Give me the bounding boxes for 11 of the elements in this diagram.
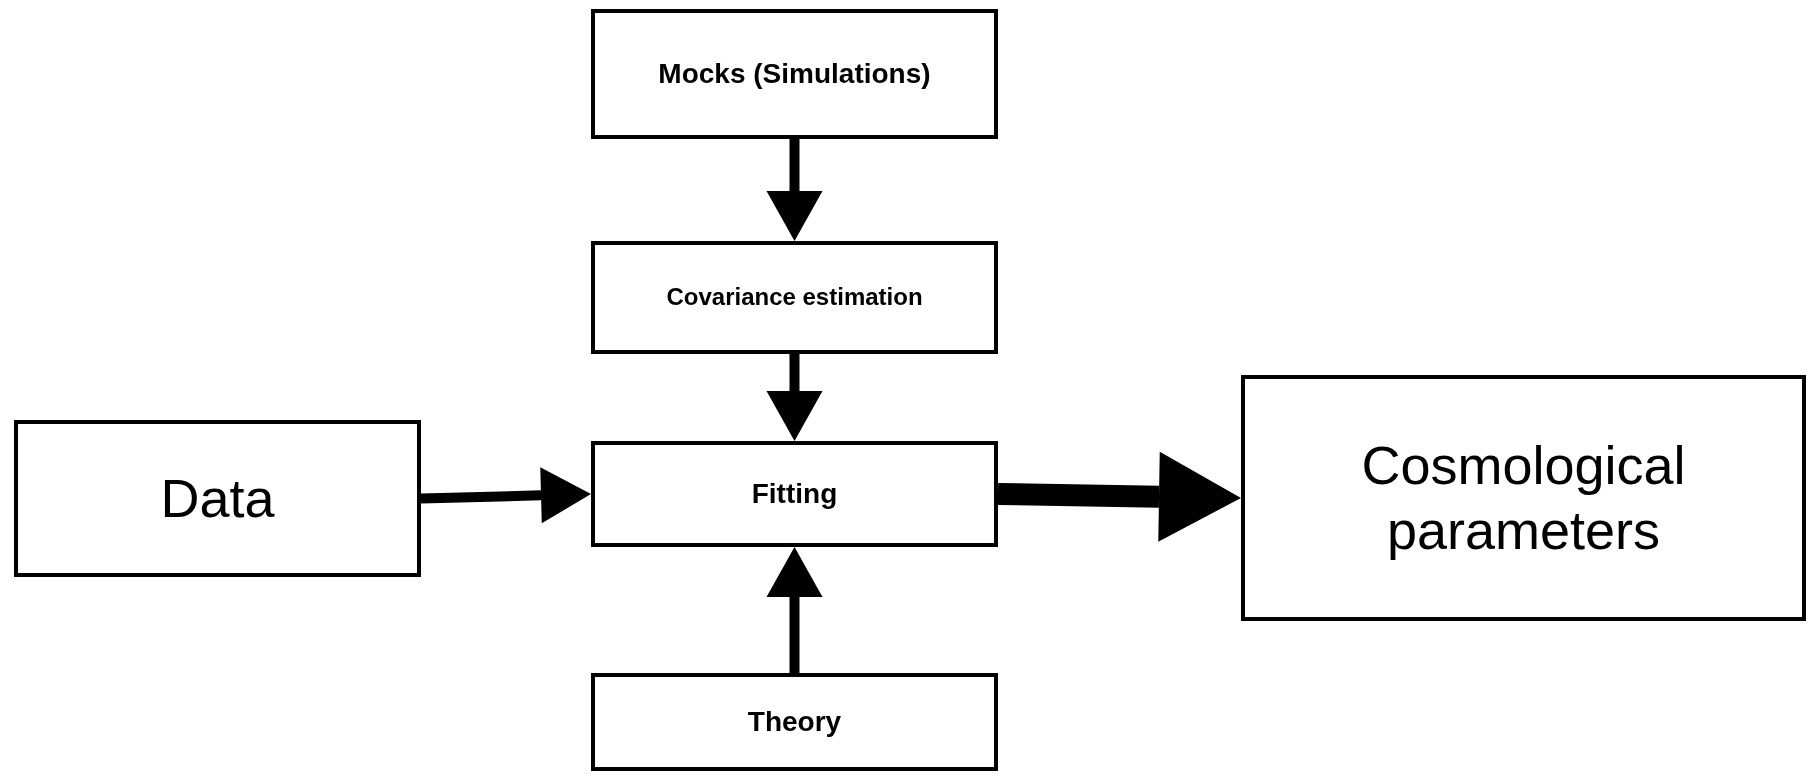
arrow [766,547,823,673]
process-box: Fitting [591,441,998,547]
box: Data [14,420,421,577]
box: Covariance estimation [591,241,998,354]
arrow [420,467,591,524]
box: Mocks (Simulations) [591,9,998,139]
arrow [766,354,823,441]
box: Theory [591,673,998,771]
box: Cosmological parameters [1241,375,1806,621]
arrow [766,139,823,241]
arrow [997,451,1241,542]
